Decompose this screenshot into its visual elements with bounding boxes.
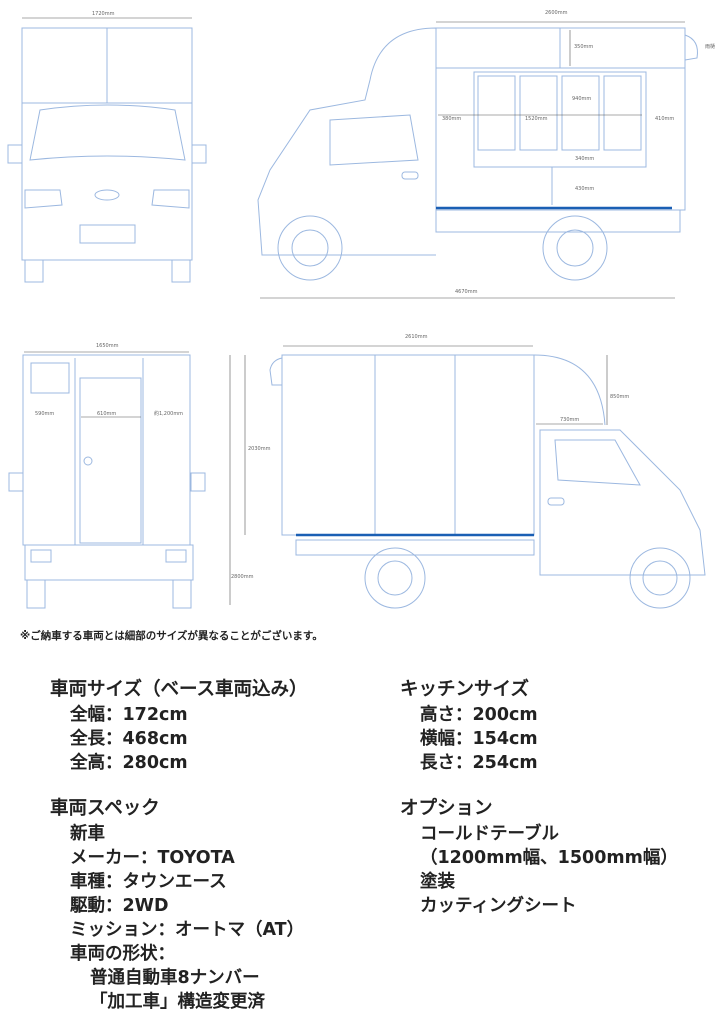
- option-item: カッティングシート: [420, 896, 577, 916]
- spec-item: 車種：タウンエース: [70, 872, 227, 892]
- spec-item: 高さ：200cm: [420, 705, 538, 725]
- spec-item: 車両の形状：: [70, 944, 175, 964]
- svg-text:2610mm: 2610mm: [405, 334, 428, 340]
- spec-sub-item: 「加工車」構造変更済: [90, 992, 265, 1012]
- truck-drawings: 1720mm 2600mm 350mm 雨樋 380mm 1520mm 940m…: [7, 10, 715, 609]
- svg-text:1720mm: 1720mm: [92, 11, 115, 17]
- vehicle-spec-heading: 車両スペック: [50, 798, 160, 819]
- spec-item: ミッション：オートマ（AT）: [70, 920, 305, 940]
- spec-item: 駆動：2WD: [70, 896, 169, 916]
- spec-item: 全長：468cm: [70, 729, 188, 749]
- svg-text:350mm: 350mm: [574, 44, 593, 50]
- spec-item: 長さ：254cm: [420, 753, 538, 773]
- kitchen-size-heading: キッチンサイズ: [400, 679, 529, 700]
- option-item: 塗装: [420, 872, 455, 892]
- svg-text:雨樋: 雨樋: [705, 43, 715, 50]
- svg-text:430mm: 430mm: [575, 186, 594, 192]
- svg-text:610mm: 610mm: [97, 411, 116, 417]
- spec-sub-item: 普通自動車8ナンバー: [90, 968, 260, 988]
- side-view-top: 2600mm 350mm 雨樋 380mm 1520mm 940mm 410mm…: [257, 10, 715, 299]
- svg-text:2800mm: 2800mm: [231, 574, 254, 580]
- svg-text:1520mm: 1520mm: [525, 116, 548, 122]
- svg-text:850mm: 850mm: [610, 394, 629, 400]
- spec-item: 新車: [70, 824, 105, 844]
- vehicle-size-heading: 車両サイズ（ベース車両込み）: [50, 679, 308, 700]
- svg-text:730mm: 730mm: [560, 417, 579, 423]
- option-item: コールドテーブル: [420, 824, 559, 844]
- svg-text:940mm: 940mm: [572, 96, 591, 102]
- spec-item: 全幅：172cm: [70, 705, 188, 725]
- svg-text:380mm: 380mm: [442, 116, 461, 122]
- svg-text:4670mm: 4670mm: [455, 289, 478, 295]
- options-heading: オプション: [400, 798, 493, 819]
- spec-item: メーカー：TOYOTA: [70, 848, 235, 868]
- svg-text:410mm: 410mm: [655, 116, 674, 122]
- specs-right-column: キッチンサイズ 高さ：200cm 横幅：154cm 長さ：254cm オプション…: [400, 678, 678, 918]
- svg-text:2600mm: 2600mm: [545, 10, 568, 16]
- rear-view: 1650mm 590mm 610mm 約1,200mm: [8, 343, 206, 609]
- svg-text:2030mm: 2030mm: [248, 446, 271, 452]
- spec-item: 全高：280cm: [70, 753, 188, 773]
- front-view: 1720mm: [7, 11, 207, 283]
- disclaimer-note: ※ご納車する車両とは細部のサイズが異なることがございます。: [20, 630, 323, 642]
- spec-item: 横幅：154cm: [420, 729, 538, 749]
- svg-text:約1,200mm: 約1,200mm: [154, 410, 183, 417]
- svg-text:590mm: 590mm: [35, 411, 54, 417]
- option-item: （1200mm幅、1500mm幅）: [420, 848, 678, 868]
- svg-text:340mm: 340mm: [575, 156, 594, 162]
- svg-text:1650mm: 1650mm: [96, 343, 119, 349]
- specs-left-column: 車両サイズ（ベース車両込み） 全幅：172cm 全長：468cm 全高：280c…: [50, 678, 308, 1014]
- side-view-bottom: 2610mm 2030mm 2800mm 730mm 850mm: [229, 334, 706, 609]
